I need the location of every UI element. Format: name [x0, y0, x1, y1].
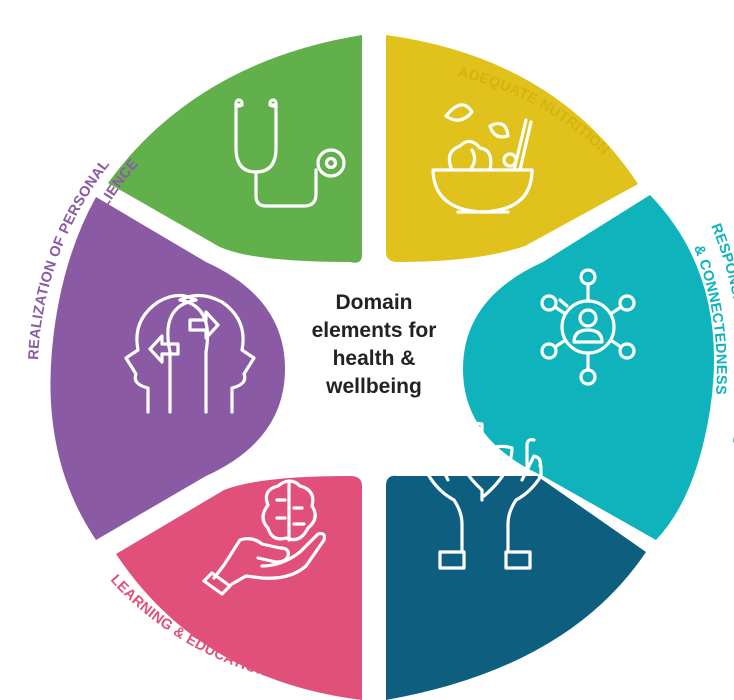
stethoscope-icon: [234, 98, 346, 208]
center-title: Domain elements for health & wellbeing: [312, 291, 437, 398]
salad-bowl-icon: [431, 103, 534, 214]
center-line-4: wellbeing: [325, 375, 422, 398]
hands-shield-icon: [427, 421, 543, 570]
segment-security-safety: SECURITY, SAFETY & SUPPORTIVE, CLEAN ENV…: [386, 421, 646, 700]
center-line-3: health &: [333, 347, 416, 370]
center-line-1: Domain: [335, 291, 412, 314]
network-person-icon: [540, 268, 636, 386]
two-heads-arrows-icon: [124, 293, 256, 414]
segment-opportunities-learning: OPPORTUNITIES FOR LEARNING & EDUCATION: [107, 476, 362, 700]
center-line-2: elements for: [312, 319, 437, 342]
hand-brain-icon: [202, 479, 326, 596]
